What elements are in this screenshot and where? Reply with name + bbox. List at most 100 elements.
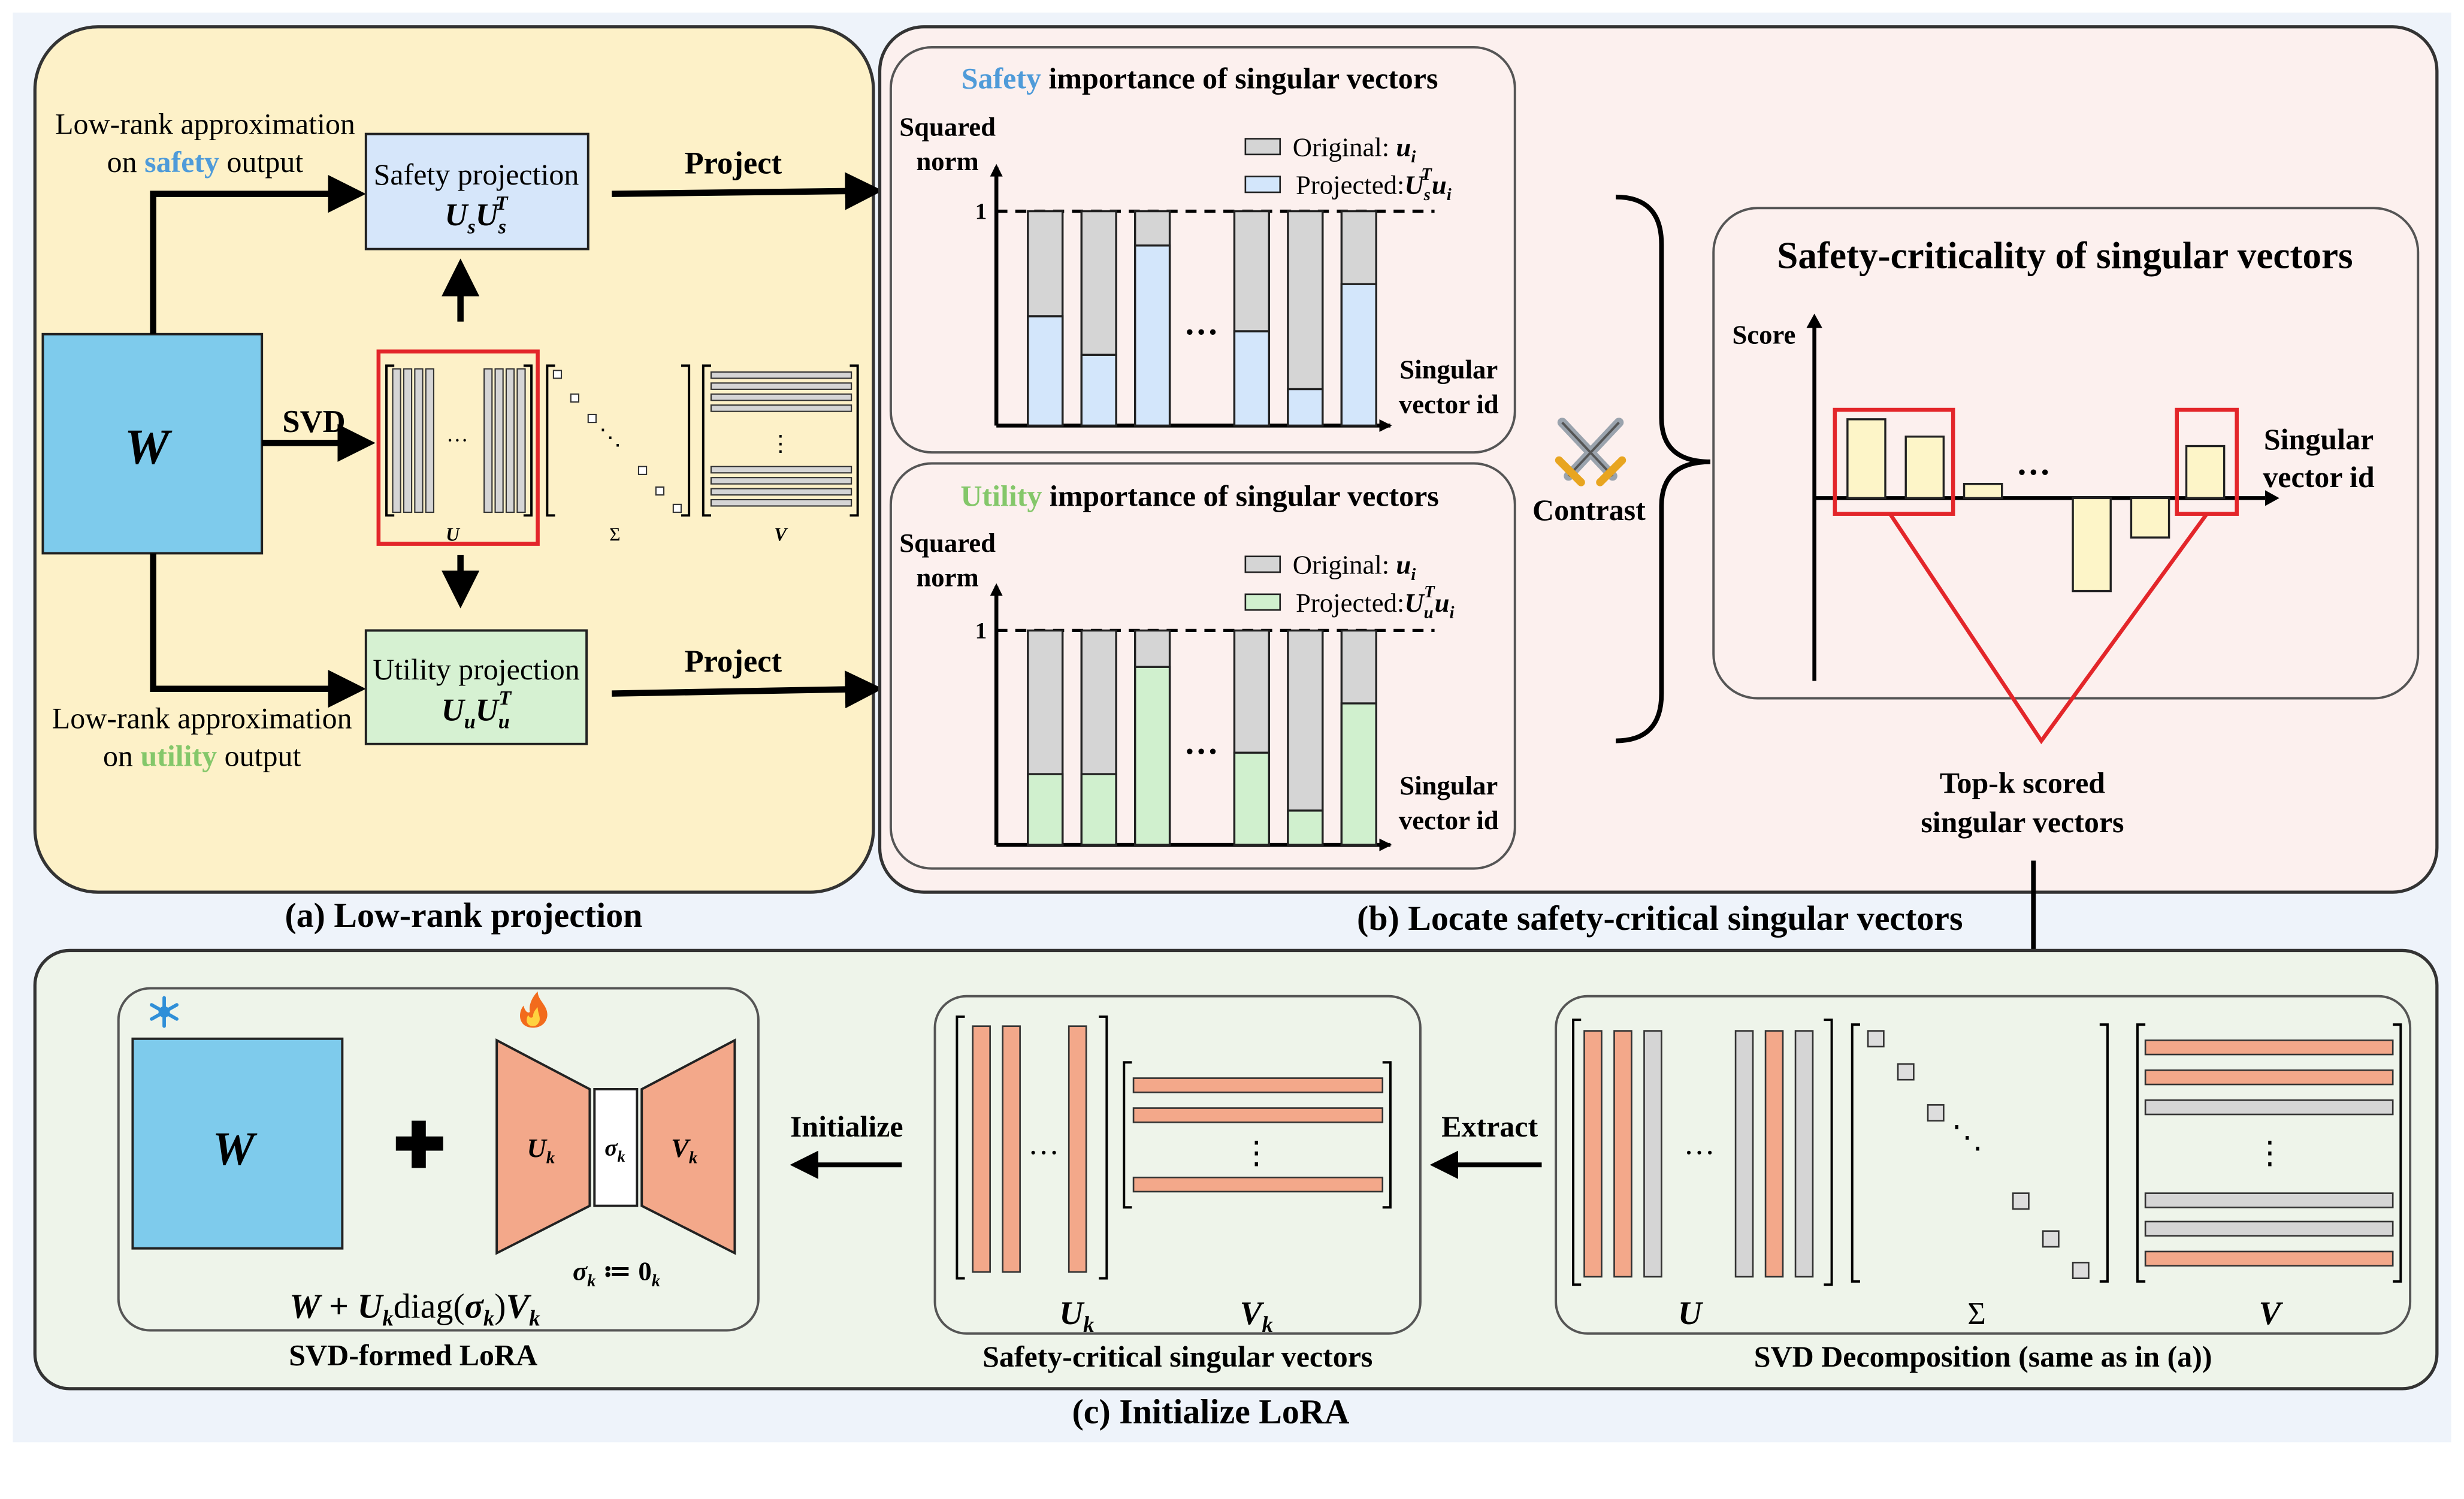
criticality-bar-n-1 [2130, 497, 2170, 539]
svd-u-column-4 [1734, 1030, 1754, 1278]
v-row-1 [710, 371, 852, 379]
crit-u-column-3 [1068, 1025, 1087, 1273]
sigma-entry-1 [552, 370, 563, 379]
u-column-3 [414, 368, 424, 513]
crit-u-right-bracket [1099, 1015, 1108, 1280]
crit-u-column-1 [972, 1025, 991, 1273]
criticality-bar-n-2 [2072, 497, 2112, 593]
crit-vk-label: Vk [1240, 1295, 1274, 1337]
u-matrix-highlight [376, 349, 540, 546]
safety-projected-bar-6 [1287, 388, 1324, 427]
svd-decomposition-caption: SVD Decomposition (same as in (a)) [1754, 1340, 2212, 1373]
safety-importance-chart: 1··· [975, 164, 1435, 432]
criticality-title: Safety-criticality of singular vectors [1777, 234, 2353, 276]
criticality-xlabel-line1: Singular [2264, 422, 2374, 456]
utility-projected-bar-5 [1233, 751, 1271, 846]
utility-projected-bar-1 [1027, 773, 1064, 846]
sigma-entry-6 [672, 503, 682, 513]
utility-y-axis-arrowhead [990, 583, 1003, 596]
lora-formula: W + Ukdiag(σk)Vk [289, 1286, 540, 1330]
lora-sigma-label: σk [604, 1134, 625, 1165]
u-left-bracket [385, 364, 395, 517]
v-row-2 [710, 382, 852, 390]
safety-chart-ylabel-line1: Squared [899, 111, 996, 141]
sigma-diagonal [546, 364, 691, 517]
u-matrix-label: U [446, 524, 461, 545]
svd-v-row-5 [2144, 1220, 2394, 1237]
criticality-bar-2 [1904, 436, 1945, 500]
criticality-bar-3 [1963, 482, 2003, 500]
svd-label: SVD [282, 404, 345, 439]
u-right-bracket [523, 364, 533, 517]
frozen-weight-label: W [213, 1123, 258, 1175]
utility-projected-bar-6 [1287, 809, 1324, 846]
safety-projected-bar-7 [1340, 283, 1377, 427]
project-label-bottom: Project [685, 644, 782, 679]
safety-projected-bar-5 [1233, 330, 1271, 427]
panel-a-caption: (a) Low-rank projection [285, 896, 642, 935]
svd-sigma-entry-1 [1867, 1030, 1885, 1048]
weight-matrix-label: W [125, 419, 173, 475]
safety-chart-xlabel-line1: Singular [1399, 354, 1498, 384]
panel-a-low-rank-projection: Low-rank approximation on safety output … [33, 25, 883, 935]
safety-projected-bar-1 [1027, 315, 1064, 427]
utility-chart-title: Utility importance of singular vectors [960, 479, 1438, 513]
svd-u-column-6 [1794, 1030, 1814, 1278]
crit-uk-label: Uk [1059, 1295, 1095, 1337]
svd-v-row-2 [2144, 1069, 2394, 1086]
safety-y-axis-arrowhead [990, 164, 1003, 177]
v-row-3 [710, 393, 852, 401]
project-label-top: Project [685, 146, 782, 180]
low-rank-utility-label-line1: Low-rank approximation [52, 701, 352, 735]
arrow-project-utility [612, 670, 883, 709]
low-rank-safety-label-line2: on safety output [107, 145, 304, 179]
svd-dec-vdots: ⋮ [2254, 1136, 2286, 1171]
svd-dec-v-label: V [2259, 1295, 2284, 1331]
topk-label-line1: Top-k scored [1940, 766, 2106, 799]
crit-v-right-bracket [1382, 1061, 1392, 1209]
panel-b-locate-safety-critical: Safety importance of singular vectors Sq… [878, 25, 2439, 938]
sigma-entry-2 [570, 393, 580, 403]
contrast-label: Contrast [1532, 493, 1646, 527]
safety-chart-xlabel-line2: vector id [1399, 389, 1499, 419]
svd-v-left-bracket [2136, 1023, 2146, 1283]
sigma-entry-5 [655, 486, 665, 496]
safety-legend-projected: Projected:UsTui [1296, 165, 1452, 204]
utility-chart-ylabel-line1: Squared [899, 528, 996, 558]
safety-chart-title: Safety importance of singular vectors [962, 61, 1438, 95]
svd-dec-u-label: U [1678, 1295, 1704, 1331]
lora-vk-label: Vk [671, 1133, 698, 1168]
utility-projection-box [364, 629, 588, 745]
criticality-xlabel-line2: vector id [2263, 460, 2375, 494]
svd-dec-ellipsis: ··· [1683, 1136, 1715, 1171]
safety-ellipsis: ··· [1184, 313, 1219, 352]
utility-ellipsis: ··· [1184, 732, 1219, 770]
utility-chart-xlabel-line1: Singular [1399, 770, 1498, 800]
u-column-7 [505, 368, 515, 513]
svd-decomposition-matrices [1572, 1019, 2402, 1286]
utility-projected-bar-7 [1340, 702, 1377, 846]
u-column-6 [494, 368, 504, 513]
svd-sigma-entry-5 [2042, 1230, 2060, 1248]
utility-keyword: utility [140, 739, 217, 773]
extract-label: Extract [1441, 1110, 1538, 1143]
topk-funnel [1888, 512, 2209, 745]
u-column-4 [425, 368, 434, 513]
svd-v-row-1 [2144, 1039, 2394, 1056]
criticality-ylabel: Score [1732, 320, 1795, 350]
utility-projection-title: Utility projection [373, 652, 580, 686]
crossed-swords-icon [1555, 418, 1626, 486]
safety-criticality-chart: ··· [1806, 313, 2279, 745]
crit-ellipsis: ··· [1028, 1136, 1060, 1171]
svd-sigma-entry-4 [2012, 1192, 2030, 1210]
criticality-x-axis-arrowhead [2265, 490, 2279, 506]
v-row-7 [710, 488, 852, 496]
criticality-bar-1 [1846, 418, 1886, 500]
contrast-brace [1616, 194, 1710, 744]
sigma-left-bracket [546, 364, 555, 517]
svd-u-column-2 [1613, 1030, 1632, 1278]
topk-label-line2: singular vectors [1921, 805, 2124, 839]
v-vdots: ⋮ [769, 431, 791, 455]
safety-legend-original: Original: ui [1293, 132, 1416, 167]
v-left-bracket [702, 364, 711, 517]
